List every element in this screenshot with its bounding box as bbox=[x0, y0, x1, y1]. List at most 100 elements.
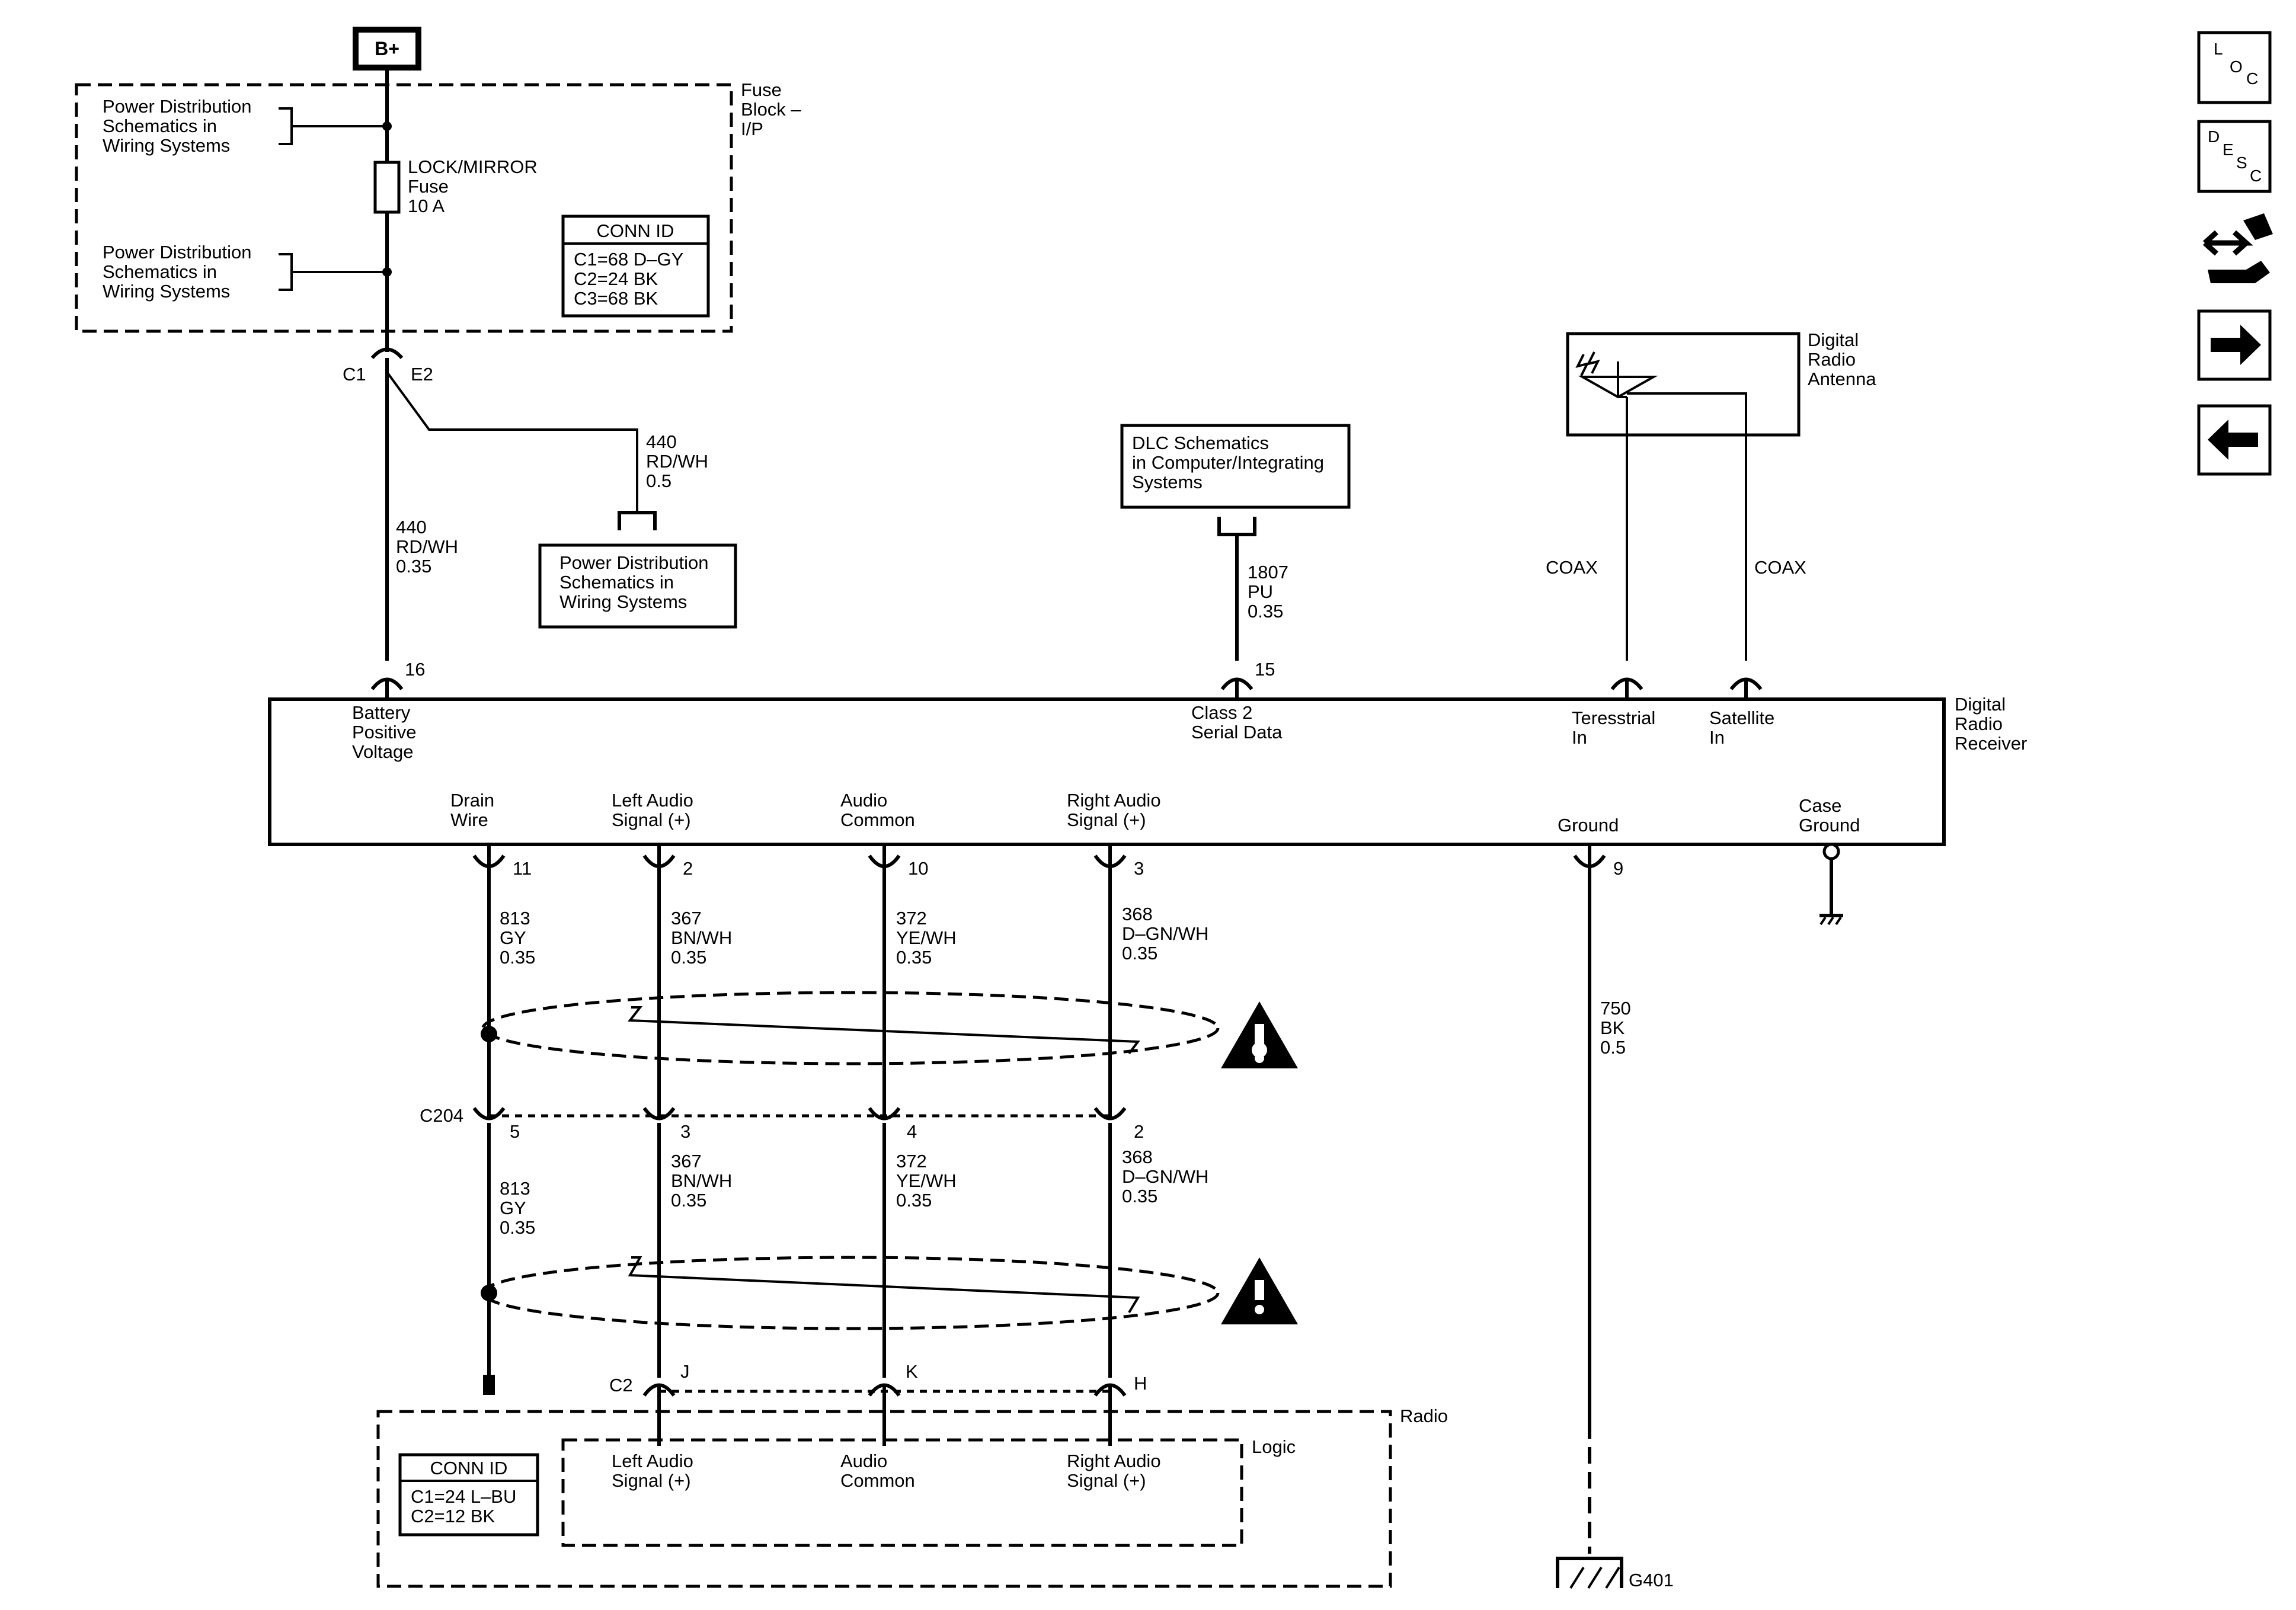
svg-text:J: J bbox=[680, 1361, 690, 1382]
svg-text:Digital: Digital bbox=[1955, 694, 2006, 715]
svg-text:Schematics in: Schematics in bbox=[103, 261, 217, 282]
svg-text:In: In bbox=[1572, 727, 1587, 748]
svg-text:11: 11 bbox=[513, 858, 532, 879]
svg-text:D: D bbox=[2208, 127, 2220, 146]
svg-text:Ground: Ground bbox=[1799, 815, 1860, 836]
svg-text:Radio: Radio bbox=[1808, 349, 1856, 370]
svg-text:2: 2 bbox=[1134, 1121, 1144, 1142]
svg-text:Right Audio: Right Audio bbox=[1067, 790, 1161, 811]
svg-text:10: 10 bbox=[908, 858, 928, 879]
svg-text:440: 440 bbox=[646, 431, 677, 452]
svg-text:C1: C1 bbox=[343, 364, 366, 385]
svg-text:Systems: Systems bbox=[1132, 472, 1203, 492]
wire-750-label: 750 BK 0.5 bbox=[1600, 998, 1631, 1058]
twisted-shield-lower bbox=[481, 1256, 1220, 1330]
lower-wire-labels: 813 GY 0.35 367 BN/WH 0.35 372 YE/WH 0.3… bbox=[500, 1147, 1208, 1238]
desc-icon[interactable]: D E S C bbox=[2197, 120, 2272, 193]
svg-text:K: K bbox=[906, 1361, 918, 1382]
svg-text:813: 813 bbox=[500, 1178, 530, 1199]
svg-text:D–GN/WH: D–GN/WH bbox=[1122, 923, 1208, 944]
svg-text:9: 9 bbox=[1613, 858, 1623, 879]
dlc-schematics-ref[interactable]: DLC Schematics in Computer/Integrating S… bbox=[1120, 424, 1351, 509]
svg-text:BN/WH: BN/WH bbox=[671, 927, 732, 948]
svg-text:C: C bbox=[2246, 69, 2258, 88]
wire-1807-label: 1807 PU 0.35 bbox=[1248, 562, 1288, 622]
svg-text:Signal (+): Signal (+) bbox=[1067, 809, 1146, 830]
svg-text:Common: Common bbox=[840, 1470, 915, 1491]
wire-440-main-label: 440 RD/WH 0.35 bbox=[396, 517, 458, 577]
svg-text:C1=24 L–BU: C1=24 L–BU bbox=[411, 1486, 516, 1507]
svg-text:Power Distribution: Power Distribution bbox=[103, 96, 252, 117]
svg-text:Radio: Radio bbox=[1400, 1406, 1448, 1426]
svg-text:1807: 1807 bbox=[1248, 562, 1288, 582]
svg-text:372: 372 bbox=[896, 908, 927, 929]
svg-text:O: O bbox=[2230, 57, 2243, 76]
radio-conn-id: CONN ID C1=24 L–BU C2=12 BK bbox=[398, 1453, 539, 1537]
svg-text:368: 368 bbox=[1122, 1147, 1153, 1167]
svg-text:0.5: 0.5 bbox=[646, 470, 671, 491]
svg-text:Wiring Systems: Wiring Systems bbox=[103, 135, 230, 156]
lock-mirror-fuse bbox=[373, 161, 401, 214]
svg-text:3: 3 bbox=[1134, 858, 1144, 879]
svg-text:E: E bbox=[2223, 140, 2234, 159]
power-distribution-ref-3[interactable]: Power Distribution Schematics in Wiring … bbox=[538, 543, 737, 629]
caution-icon bbox=[1221, 1257, 1298, 1324]
svg-text:in Computer/Integrating: in Computer/Integrating bbox=[1132, 452, 1324, 473]
fuse-block-conn-id: CONN ID C1=68 D–GY C2=24 BK C3=68 BK bbox=[561, 215, 710, 318]
svg-text:RD/WH: RD/WH bbox=[396, 536, 458, 557]
coax-satellite-label: COAX bbox=[1754, 557, 1806, 578]
svg-text:440: 440 bbox=[396, 517, 427, 537]
svg-text:RD/WH: RD/WH bbox=[646, 451, 708, 472]
receiver-bottom-connectors: 11 2 10 3 9 bbox=[472, 844, 1623, 879]
svg-text:B+: B+ bbox=[375, 38, 399, 59]
power-distribution-ref-2[interactable]: Power Distribution Schematics in Wiring … bbox=[103, 242, 252, 302]
back-arrow-icon[interactable] bbox=[2197, 404, 2272, 476]
svg-text:Radio: Radio bbox=[1955, 713, 2003, 734]
svg-text:BN/WH: BN/WH bbox=[671, 1170, 732, 1191]
svg-text:Wiring Systems: Wiring Systems bbox=[559, 591, 687, 612]
next-arrow-icon[interactable] bbox=[2197, 309, 2272, 381]
svg-text:Positive: Positive bbox=[352, 722, 417, 742]
svg-text:372: 372 bbox=[896, 1151, 927, 1172]
loc-icon[interactable]: L O C bbox=[2197, 31, 2272, 104]
svg-text:0.35: 0.35 bbox=[500, 947, 535, 968]
svg-text:0.35: 0.35 bbox=[896, 1190, 932, 1211]
svg-text:Audio: Audio bbox=[840, 1451, 887, 1471]
svg-text:Serial Data: Serial Data bbox=[1191, 722, 1283, 742]
upper-wire-labels: 813 GY 0.35 367 BN/WH 0.35 372 YE/WH 0.3… bbox=[500, 904, 1208, 968]
svg-text:367: 367 bbox=[671, 1151, 702, 1172]
svg-text:368: 368 bbox=[1122, 904, 1153, 924]
svg-text:Digital: Digital bbox=[1808, 329, 1859, 350]
svg-text:15: 15 bbox=[1255, 659, 1275, 680]
svg-text:C2=24 BK: C2=24 BK bbox=[574, 268, 658, 289]
ground-g401: G401 bbox=[1556, 1557, 1674, 1590]
svg-text:E2: E2 bbox=[411, 364, 433, 385]
battery-positive: B+ bbox=[353, 27, 421, 71]
svg-text:Block –: Block – bbox=[741, 99, 801, 120]
svg-text:C2=12 BK: C2=12 BK bbox=[411, 1506, 495, 1526]
svg-text:16: 16 bbox=[405, 659, 425, 680]
digital-radio-antenna: Digital Radio Antenna bbox=[1566, 329, 1876, 661]
svg-text:Receiver: Receiver bbox=[1955, 733, 2027, 754]
c204-connector: C204 5 3 4 2 bbox=[420, 1105, 1144, 1142]
digital-radio-receiver: Digital Radio Receiver Battery Positive … bbox=[268, 694, 2027, 846]
svg-text:GY: GY bbox=[500, 1198, 526, 1218]
power-distribution-ref-1[interactable]: Power Distribution Schematics in Wiring … bbox=[103, 96, 252, 156]
svg-text:Signal (+): Signal (+) bbox=[1067, 1470, 1146, 1491]
svg-text:813: 813 bbox=[500, 908, 530, 929]
svg-text:Signal (+): Signal (+) bbox=[612, 809, 691, 830]
radio-module: Radio Logic Left Audio Signal (+) Audio … bbox=[376, 1406, 1448, 1588]
svg-text:5: 5 bbox=[510, 1121, 520, 1142]
svg-text:0.35: 0.35 bbox=[1248, 601, 1283, 622]
connector-repair-icon[interactable] bbox=[2202, 213, 2273, 283]
svg-text:LOCK/MIRROR: LOCK/MIRROR bbox=[408, 156, 538, 177]
fuse-block-ip: Fuse Block – I/P Power Distribution Sche… bbox=[75, 79, 801, 333]
svg-text:0.35: 0.35 bbox=[896, 947, 932, 968]
svg-text:BK: BK bbox=[1600, 1017, 1625, 1038]
svg-text:Battery: Battery bbox=[352, 702, 411, 723]
svg-text:Case: Case bbox=[1799, 795, 1841, 816]
svg-text:Ground: Ground bbox=[1558, 815, 1619, 836]
svg-text:Class 2: Class 2 bbox=[1191, 702, 1252, 723]
svg-text:Wiring Systems: Wiring Systems bbox=[103, 281, 230, 302]
